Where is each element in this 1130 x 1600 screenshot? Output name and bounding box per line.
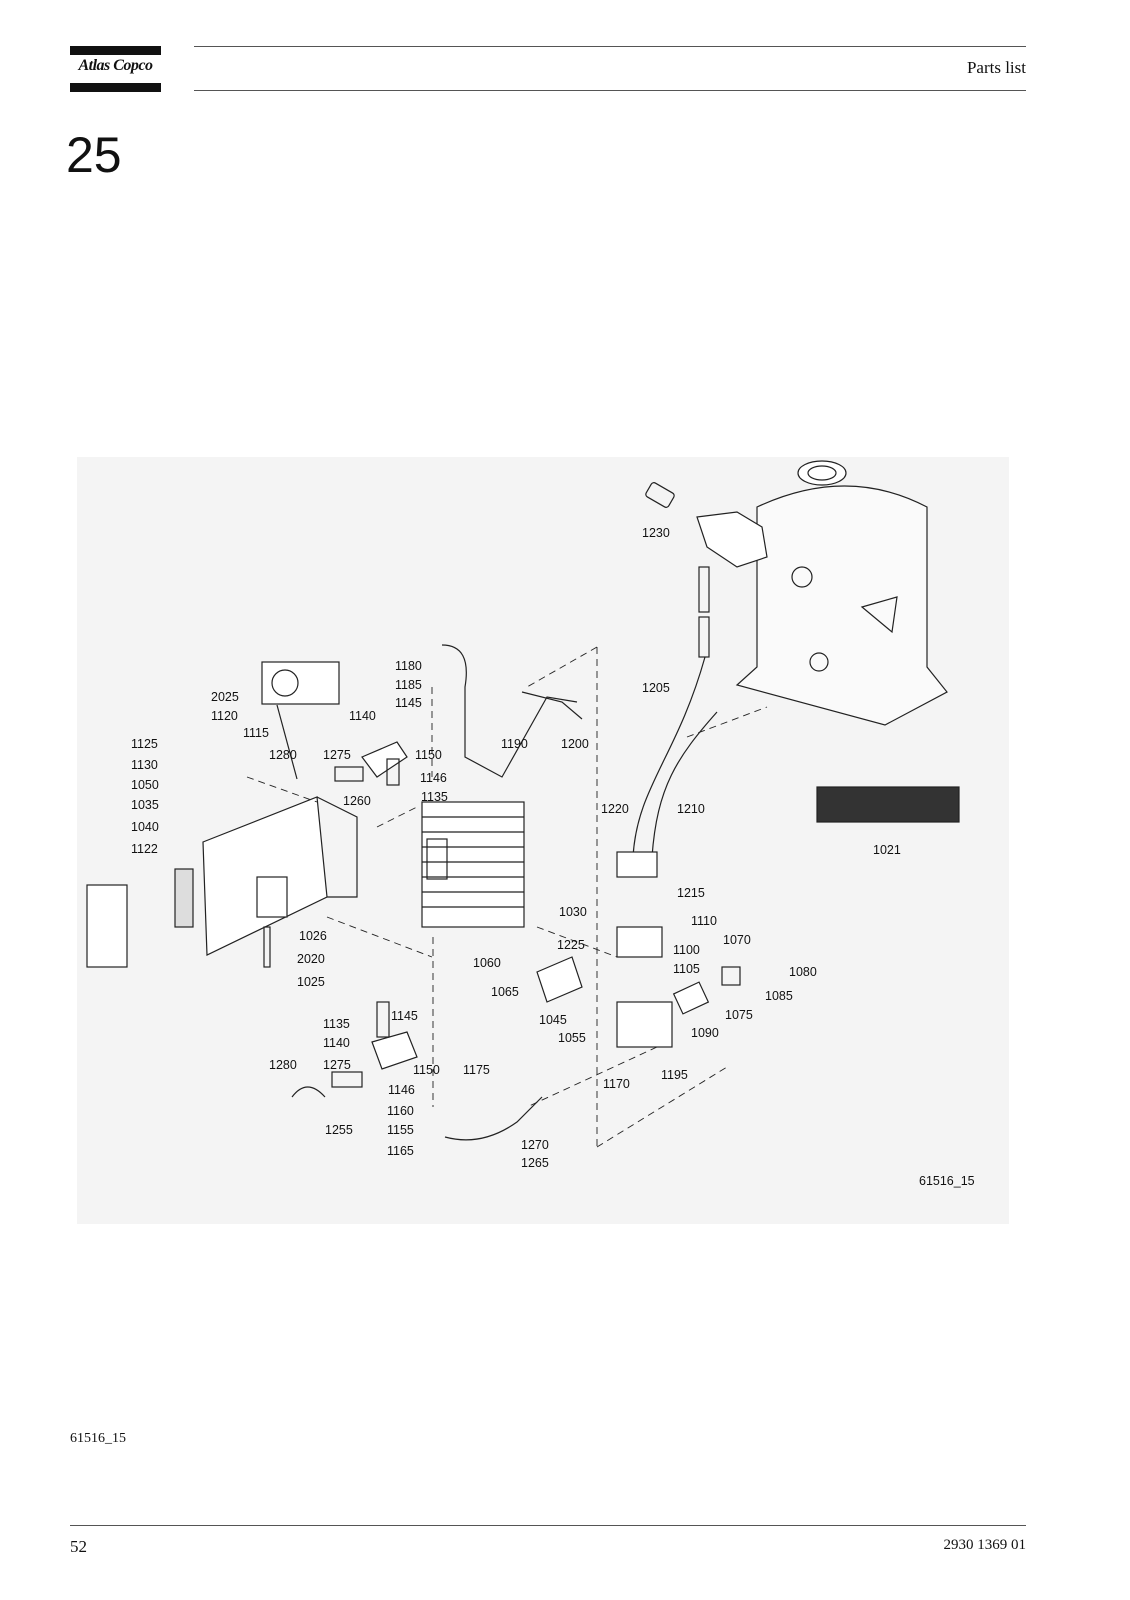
- part-number-label: 1275: [323, 748, 351, 762]
- part-number-label: 1025: [297, 975, 325, 989]
- part-number-label: 1220: [601, 802, 629, 816]
- part-number-label: 1125: [131, 737, 158, 751]
- part-number-label: 1140: [349, 709, 376, 723]
- header-rule-bottom: [194, 90, 1026, 91]
- part-number-label: 1060: [473, 956, 501, 970]
- part-number-label: 1275: [323, 1058, 351, 1072]
- part-number-label: 1050: [131, 778, 159, 792]
- figure-reference: 61516_15: [919, 1174, 975, 1188]
- part-number-label: 1146: [388, 1083, 415, 1097]
- part-number-label: 1145: [395, 696, 422, 710]
- part-number-label: 1195: [661, 1068, 688, 1082]
- part-number-label: 1110: [691, 914, 717, 928]
- part-label-layer: 1230 1180 1185 1145 2025 1120 1140 1205 1115 1125…: [131, 526, 901, 1170]
- page-number: 52: [70, 1537, 87, 1556]
- part-number-label: 1026: [299, 929, 327, 943]
- part-number-label: 1200: [561, 737, 589, 751]
- figure-caption: 61516_15: [70, 1431, 126, 1446]
- part-number-label: 1160: [387, 1104, 414, 1118]
- part-number-label: 1135: [421, 790, 448, 804]
- part-number-label: 1135: [323, 1017, 350, 1031]
- part-number-label: 1085: [765, 989, 793, 1003]
- drawing-canvas: 1230 1180 1185 1145 2025 1120 1140 1205 1115 1125…: [86, 460, 975, 1188]
- logo-bottom-bar: [70, 83, 161, 92]
- brand-logo: Atlas Copco: [70, 46, 161, 92]
- part-number-label: 1260: [343, 794, 371, 808]
- part-number-label: 1115: [243, 726, 269, 740]
- part-number-label: 1045: [539, 1013, 567, 1027]
- part-number-label: 1185: [395, 678, 422, 692]
- part-number-label: 1035: [131, 798, 159, 812]
- part-number-label: 1225: [557, 938, 585, 952]
- logo-top-bar: [70, 46, 161, 55]
- part-number-label: 1122: [131, 842, 158, 856]
- header-rule-top: [194, 46, 1026, 47]
- part-number-label: 1021: [873, 843, 901, 857]
- part-number-label: 1130: [131, 758, 158, 772]
- part-number-label: 1140: [323, 1036, 350, 1050]
- section-number: 25: [66, 127, 122, 183]
- part-number-label: 1120: [211, 709, 238, 723]
- part-number-label: 2020: [297, 952, 325, 966]
- document-number: 2930 1369 01: [943, 1537, 1027, 1553]
- logo-wordmark: Atlas Copco: [78, 57, 153, 74]
- part-number-label: 1165: [387, 1144, 414, 1158]
- part-number-label: 1145: [391, 1009, 418, 1023]
- part-number-label: 1080: [789, 965, 817, 979]
- part-number-label: 1230: [642, 526, 670, 540]
- part-number-label: 1270: [521, 1138, 549, 1152]
- part-number-label: 1215: [677, 886, 705, 900]
- part-number-label: 1280: [269, 1058, 297, 1072]
- part-number-label: 1090: [691, 1026, 719, 1040]
- part-number-label: 1150: [413, 1063, 440, 1077]
- part-number-label: 1075: [725, 1008, 753, 1022]
- part-number-label: 1155: [387, 1123, 414, 1137]
- part-number-label: 1210: [677, 802, 705, 816]
- part-number-label: 1170: [603, 1077, 630, 1091]
- part-number-label: 1065: [491, 985, 519, 999]
- footer-rule: [70, 1525, 1026, 1526]
- part-number-label: 1265: [521, 1156, 549, 1170]
- part-number-label: 1150: [415, 748, 442, 762]
- part-number-label: 1280: [269, 748, 297, 762]
- part-number-label: 1190: [501, 737, 528, 751]
- part-number-label: 1070: [723, 933, 751, 947]
- part-number-label: 1205: [642, 681, 670, 695]
- part-number-label: 1030: [559, 905, 587, 919]
- part-number-label: 1180: [395, 659, 422, 673]
- part-number-label: 1105: [673, 962, 700, 976]
- part-number-label: 1175: [463, 1063, 490, 1077]
- part-number-label: 1040: [131, 820, 159, 834]
- header-title: Parts list: [966, 58, 1026, 77]
- part-number-label: 2025: [211, 690, 239, 704]
- exploded-parts-drawing: 1230 1180 1185 1145 2025 1120 1140 1205 1115 1125…: [77, 457, 1009, 1224]
- part-number-label: 1100: [673, 943, 700, 957]
- part-number-label: 1255: [325, 1123, 353, 1137]
- part-number-label: 1055: [558, 1031, 586, 1045]
- part-number-label: 1146: [420, 771, 447, 785]
